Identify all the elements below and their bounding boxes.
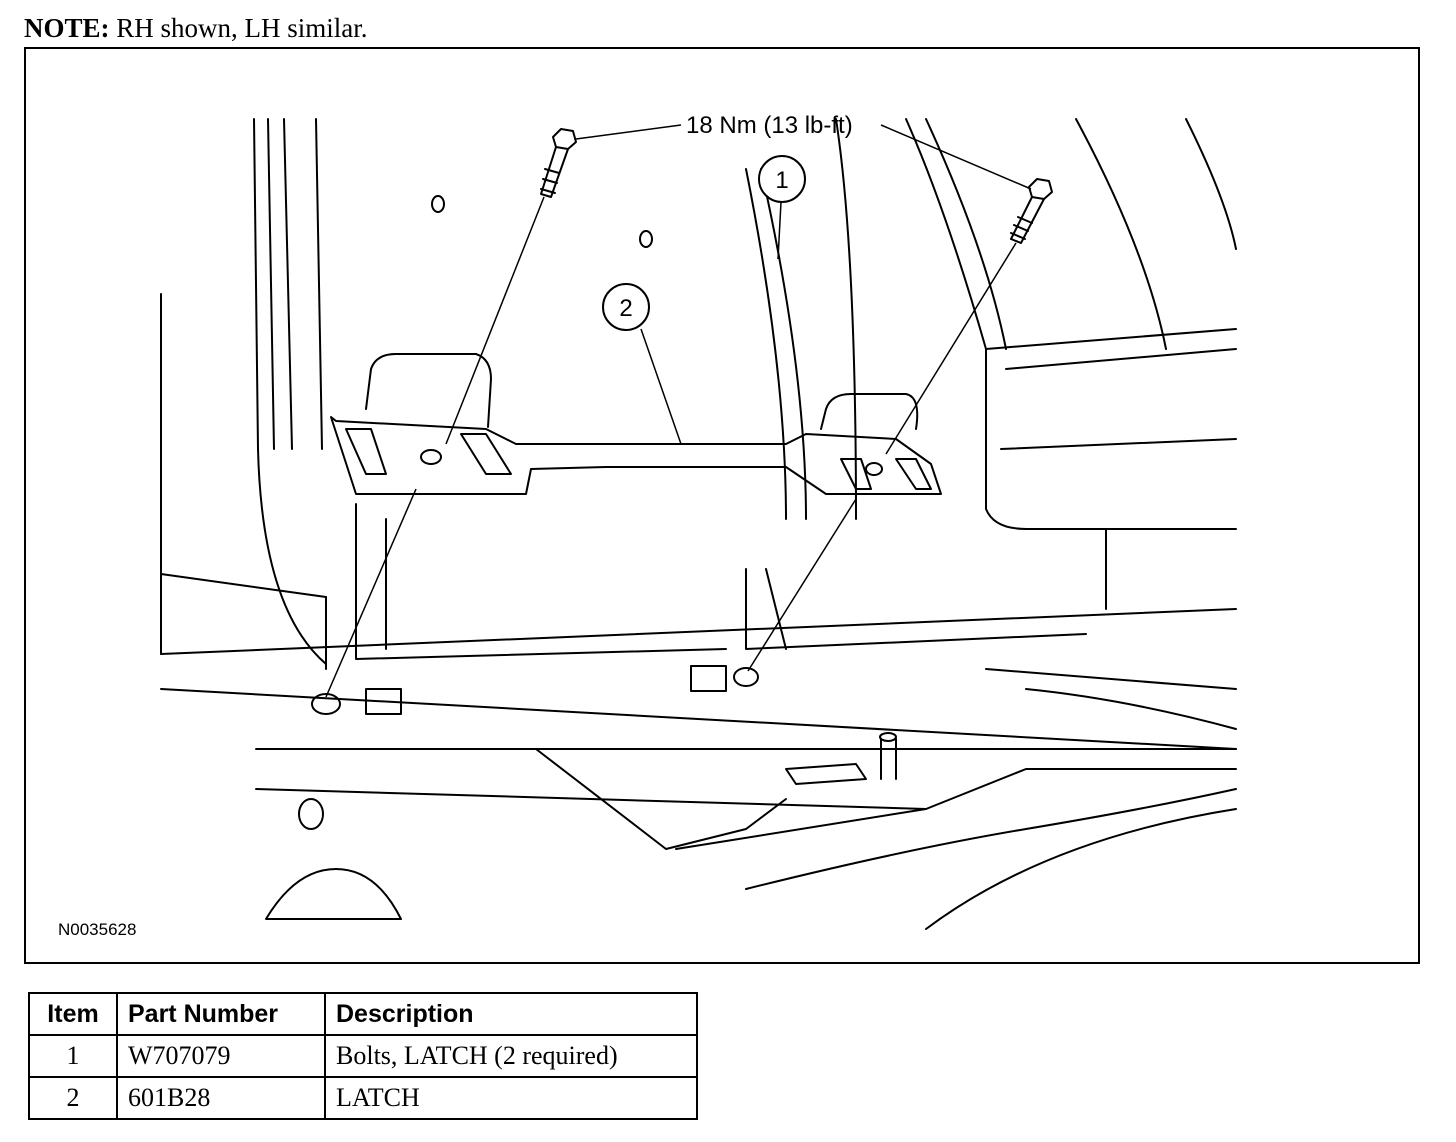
callout-2-label: 2 (619, 295, 632, 322)
torque-leader-left (575, 124, 682, 140)
right-panel-outline (905, 118, 1237, 530)
floor-bump (265, 868, 402, 920)
parts-table-header: Item Part Number Description (28, 992, 698, 1036)
cell-part-number: W707079 (116, 1034, 326, 1078)
latch-illustration: 1 2 18 Nm (13 lb-ft) N0035628 (58, 112, 1237, 939)
table-row: 1 W707079 Bolts, LATCH (2 required) (28, 1034, 698, 1078)
illustration-frame: 1 2 18 Nm (13 lb-ft) N0035628 (24, 47, 1420, 964)
note-label: NOTE: (24, 13, 110, 43)
header-description: Description (324, 992, 698, 1036)
bolt-right (1010, 178, 1053, 244)
table-row: 2 601B28 LATCH (28, 1076, 698, 1120)
header-part-number: Part Number (116, 992, 326, 1036)
figure-id: N0035628 (58, 920, 136, 939)
cell-item: 1 (28, 1034, 118, 1078)
cell-description: LATCH (324, 1076, 698, 1120)
callout-1: 1 (758, 155, 806, 203)
latch-loop-right (820, 393, 919, 430)
anchor-hole-right (733, 667, 759, 687)
torque-leader-right (880, 124, 1032, 190)
header-item: Item (28, 992, 118, 1036)
torque-label: 18 Nm (13 lb-ft) (686, 112, 853, 139)
cell-description: Bolts, LATCH (2 required) (324, 1034, 698, 1078)
callout-2: 2 (602, 283, 650, 331)
note-text: RH shown, LH similar. (109, 13, 368, 43)
parts-table: Item Part Number Description 1 W707079 B… (28, 992, 698, 1120)
note-line: NOTE: RH shown, LH similar. (24, 10, 368, 46)
callout-1-label: 1 (775, 167, 788, 194)
latch-loop-left (365, 353, 492, 428)
cell-part-number: 601B28 (116, 1076, 326, 1120)
anchor-hole-left (311, 693, 341, 715)
cell-item: 2 (28, 1076, 118, 1120)
bolt-left (540, 128, 577, 198)
latch-bracket (330, 416, 942, 495)
